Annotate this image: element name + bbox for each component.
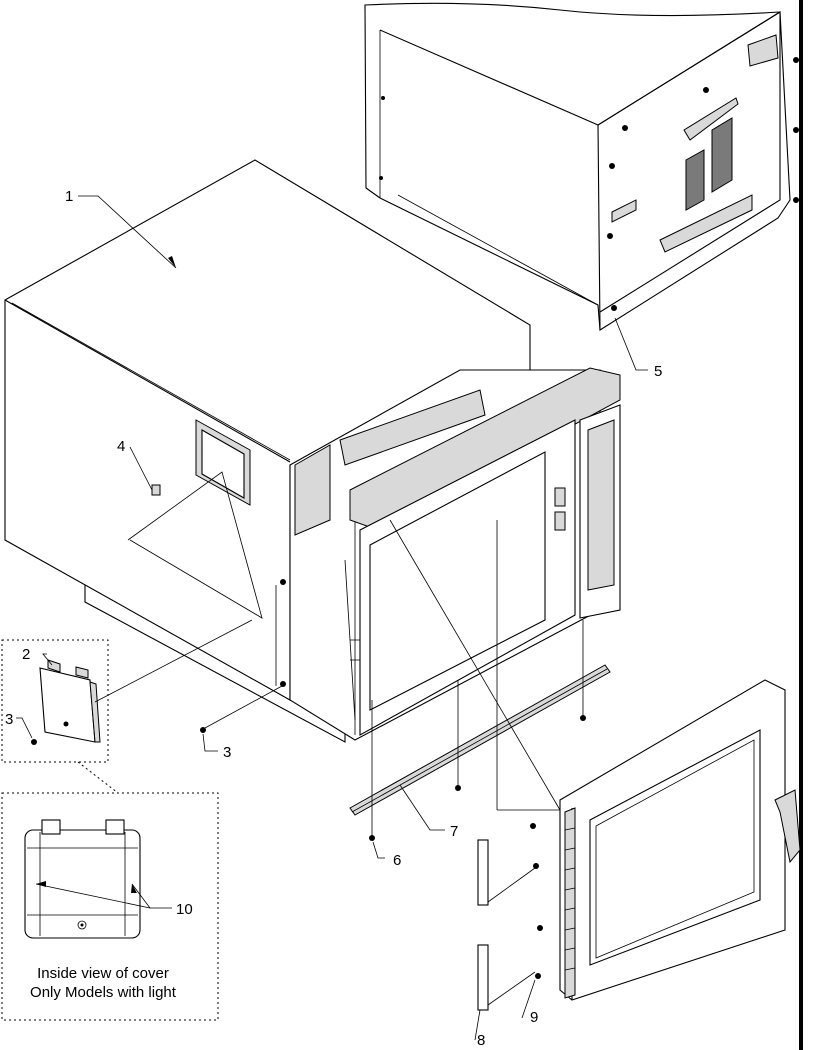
chassis-bracket (659, 194, 753, 253)
loose-screws (200, 685, 586, 979)
outer-cabinet (4, 159, 531, 743)
callout-leaders (16, 195, 648, 1041)
rear-chassis-assembly (364, 2, 799, 331)
top-trim-strip (349, 367, 621, 531)
callout-3-cabinet-screw: 3 (223, 744, 231, 761)
callout-3-cover-screw: 3 (5, 711, 13, 728)
callout-1: 1 (65, 188, 73, 205)
callout-4: 4 (117, 438, 125, 455)
door-assembly (559, 679, 801, 1001)
alignment-lines (344, 519, 584, 838)
callout-6: 6 (393, 852, 401, 869)
cover-inside-view (24, 829, 141, 939)
callout-5: 5 (654, 363, 662, 380)
inside-view-inset: Inside view of cover Only Models with li… (1, 761, 219, 1021)
inset-caption-line-1: Inside view of cover (37, 965, 169, 982)
light-cover (39, 667, 96, 743)
chassis-connector (747, 34, 779, 67)
door-handle (774, 789, 801, 864)
callout-8: 8 (477, 1032, 485, 1049)
latch-slot-lower (554, 511, 566, 531)
door-window (589, 729, 761, 966)
clip-part (151, 484, 161, 496)
latch-slot-upper (554, 487, 566, 507)
callout-numbers: 1 2 3 3 4 5 6 7 8 9 10 (5, 188, 662, 1049)
callout-9: 9 (530, 1009, 538, 1026)
hinge-block-lower (477, 944, 489, 1011)
callout-7: 7 (450, 823, 458, 840)
cover-detail-inset (1, 619, 253, 763)
door-hinge-strip (564, 807, 576, 999)
callout-10: 10 (176, 901, 193, 918)
hinge-block-upper (477, 839, 489, 906)
chassis-tab (611, 199, 637, 223)
inset-caption-line-2: Only Models with light (30, 984, 177, 1001)
front-panel (349, 367, 621, 736)
callout-2: 2 (22, 646, 30, 663)
vent-grille (683, 97, 739, 211)
chassis-screws (379, 57, 799, 311)
